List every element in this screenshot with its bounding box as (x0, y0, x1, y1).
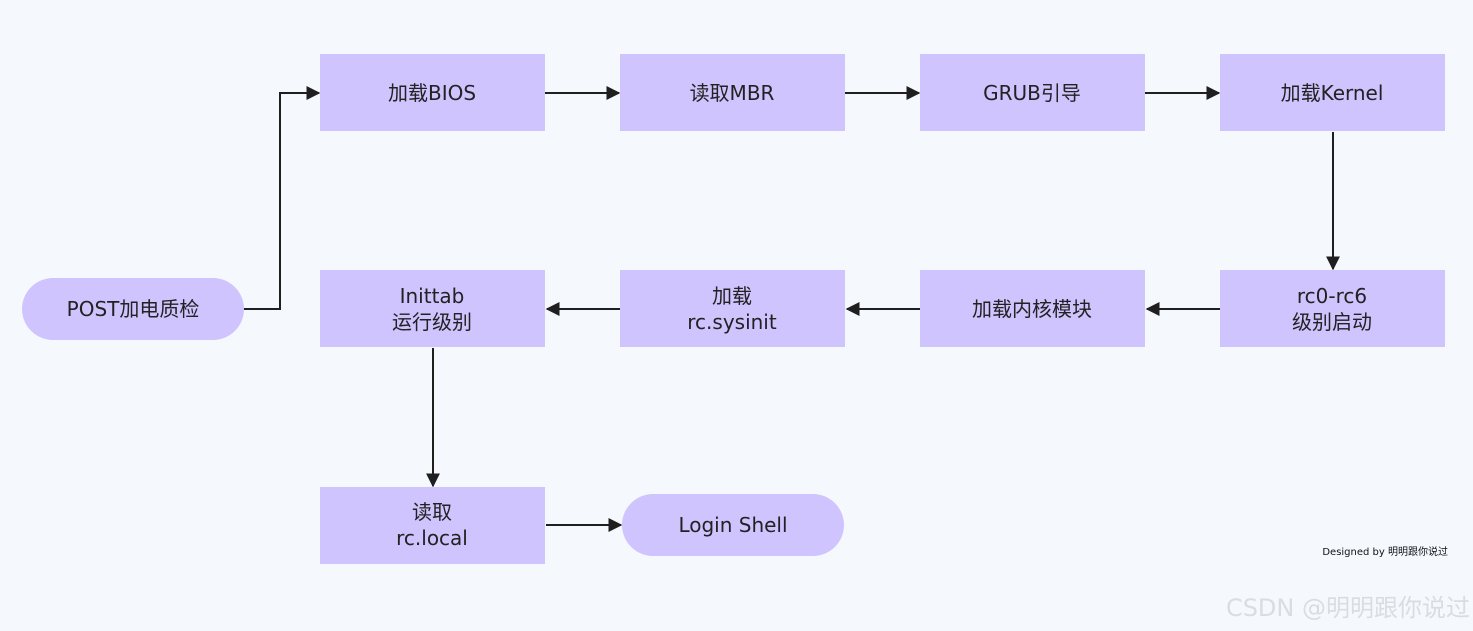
node-load-bios: 加载BIOS (320, 54, 545, 131)
node-login-shell-label: Login Shell (678, 513, 787, 537)
node-read-rclocal-line2: rc.local (396, 526, 468, 550)
node-load-kernel-label: 加载Kernel (1281, 81, 1384, 105)
node-load-sysinit: 加载 rc.sysinit (620, 270, 845, 347)
node-post-label: POST加电质检 (67, 297, 200, 321)
node-login-shell: Login Shell (622, 494, 844, 556)
node-read-rclocal: 读取 rc.local (320, 487, 545, 564)
node-inittab: Inittab 运行级别 (320, 270, 545, 347)
designer-credit: Designed by 明明跟你说过 (1322, 547, 1448, 558)
node-grub-boot: GRUB引导 (920, 54, 1145, 131)
node-load-sysinit-line2: rc.sysinit (687, 310, 777, 334)
node-inittab-line1: Inittab (400, 284, 465, 308)
node-post: POST加电质检 (22, 278, 244, 340)
node-read-mbr: 读取MBR (620, 54, 845, 131)
csdn-watermark: CSDN @明明跟你说过 (1225, 594, 1470, 622)
node-inittab-line2: 运行级别 (392, 310, 472, 334)
node-load-modules: 加载内核模块 (920, 270, 1145, 347)
node-rc-levels: rc0-rc6 级别启动 (1220, 270, 1445, 347)
node-read-mbr-label: 读取MBR (690, 81, 775, 105)
node-read-rclocal-line1: 读取 (412, 500, 452, 524)
node-load-bios-label: 加载BIOS (388, 81, 476, 105)
node-load-sysinit-line1: 加载 (712, 284, 752, 308)
edge-post-to-bios (244, 86, 321, 310)
node-load-modules-label: 加载内核模块 (972, 297, 1092, 321)
node-grub-boot-label: GRUB引导 (983, 81, 1081, 105)
node-rc-levels-line1: rc0-rc6 (1297, 284, 1367, 308)
node-rc-levels-line2: 级别启动 (1292, 310, 1372, 334)
node-load-kernel: 加载Kernel (1220, 54, 1445, 131)
